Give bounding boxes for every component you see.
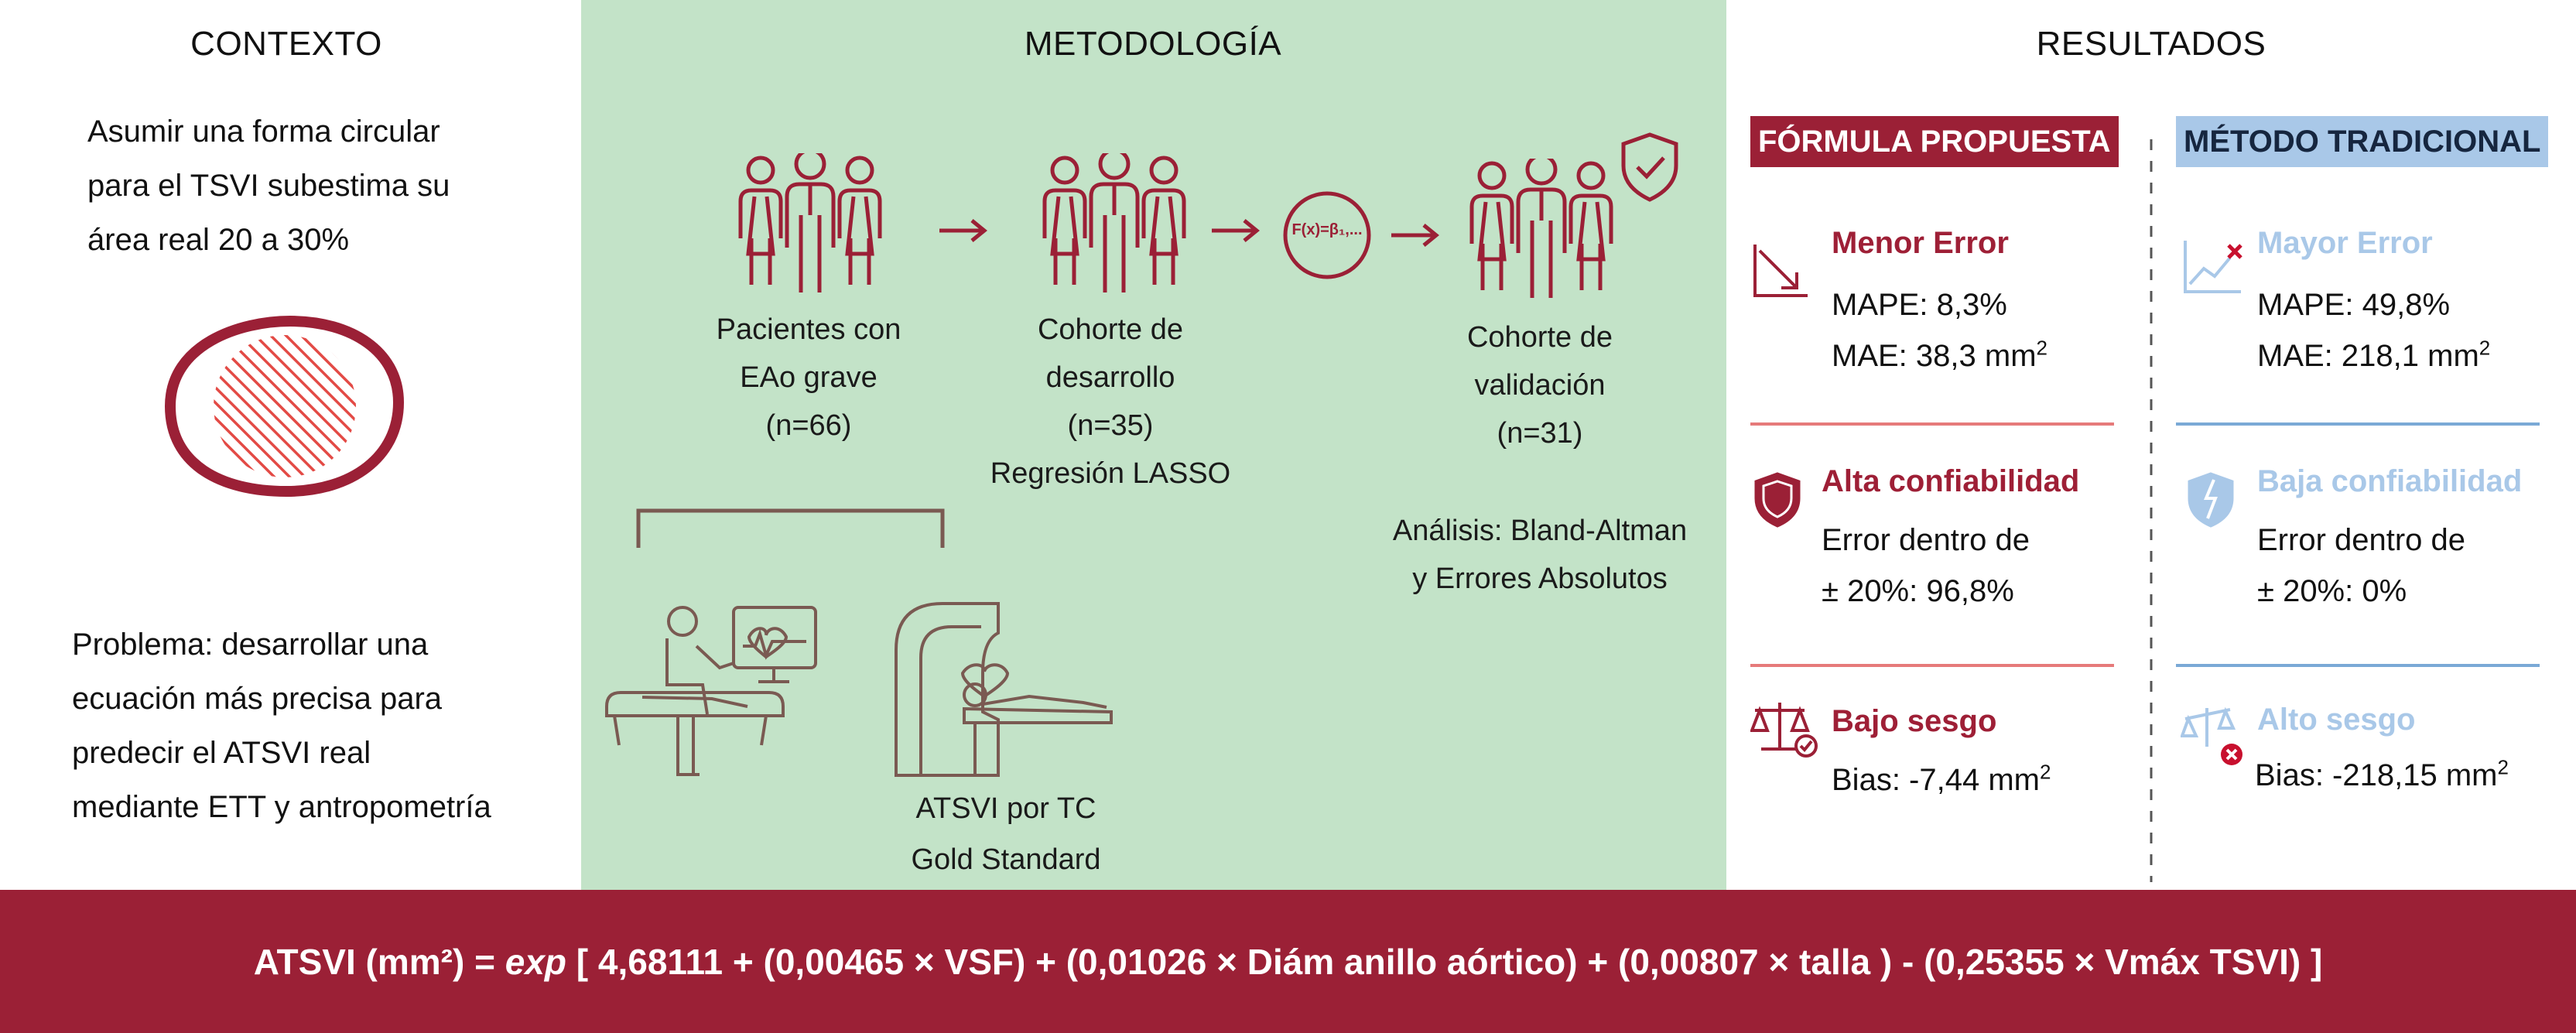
formula-propuesta-header: FÓRMULA PROPUESTA xyxy=(1750,116,2119,167)
menor-error-title: Menor Error xyxy=(1832,226,2009,260)
scale-x-icon xyxy=(2181,706,2242,765)
arrow-right-icon xyxy=(1212,219,1260,242)
formula-rest: [ 4,68111 + (0,00465 × VSF) + (0,01026 ×… xyxy=(566,941,2323,982)
ct-scanner-icon xyxy=(895,602,1113,777)
echocardiography-icon xyxy=(605,606,817,776)
validation-group-icon xyxy=(1462,159,1617,306)
right-separator xyxy=(2176,664,2540,667)
right-error-pct: ± 20%: 0% xyxy=(2257,574,2407,608)
alta-confiabilidad-title: Alta confiabilidad xyxy=(1822,464,2080,498)
resultados-title: RESULTADOS xyxy=(2036,25,2266,63)
right-separator xyxy=(2176,422,2540,426)
left-error-pct: ± 20%: 96,8% xyxy=(1822,574,2014,608)
arrow-right-icon xyxy=(939,219,987,242)
metodo-tradicional-header: MÉTODO TRADICIONAL xyxy=(2176,116,2549,167)
trend-up-x-icon xyxy=(2184,241,2242,293)
function-label: F(x)=β₁,... xyxy=(1291,221,1363,238)
contexto-title: CONTEXTO xyxy=(190,25,382,63)
formula-prefix: ATSVI (mm²) = xyxy=(253,941,505,982)
metodologia-title: METODOLOGÍA xyxy=(1024,25,1282,63)
formula-bar: ATSVI (mm²) = exp [ 4,68111 + (0,00465 ×… xyxy=(0,890,2576,1033)
left-mae: MAE: 38,3 mm2 xyxy=(1832,336,2047,373)
contexto-text: Asumir una forma circular para el TSVI s… xyxy=(87,115,450,257)
bracket-line xyxy=(636,508,945,548)
metodologia-panel xyxy=(581,0,1726,890)
right-mae: MAE: 218,1 mm2 xyxy=(2257,336,2491,373)
patients-group-icon xyxy=(731,153,886,300)
bajo-sesgo-title: Bajo sesgo xyxy=(1832,704,1997,738)
circular-lvot-icon xyxy=(164,315,405,498)
trend-down-icon xyxy=(1753,245,1808,297)
left-separator xyxy=(1750,422,2114,426)
shield-broken-icon xyxy=(2188,472,2234,528)
divider-dashed xyxy=(2150,139,2153,882)
left-mape: MAPE: 8,3% xyxy=(1832,288,2007,322)
validation-label: Cohorte de validación (n=31) xyxy=(1466,321,1613,450)
function-icon xyxy=(1283,191,1371,279)
ct-label: ATSVI por TC Gold Standard xyxy=(911,792,1101,876)
right-error-within: Error dentro de xyxy=(2257,523,2466,557)
baja-confiabilidad-title: Baja confiabilidad xyxy=(2257,464,2523,498)
shield-icon xyxy=(1754,472,1801,528)
problema-text: Problema: desarrollar una ecuación más p… xyxy=(72,628,491,824)
alto-sesgo-title: Alto sesgo xyxy=(2257,703,2416,737)
development-group-icon xyxy=(1035,153,1190,300)
left-separator xyxy=(1750,664,2114,667)
shield-check-icon xyxy=(1621,132,1678,202)
arrow-right-icon xyxy=(1391,224,1439,247)
analysis-label: Análisis: Bland-Altman y Errores Absolut… xyxy=(1392,515,1688,595)
patients-label: Pacientes con EAo grave (n=66) xyxy=(716,313,901,442)
right-bias: Bias: -218,15 mm2 xyxy=(2255,755,2509,792)
right-mape: MAPE: 49,8% xyxy=(2257,288,2451,322)
mayor-error-title: Mayor Error xyxy=(2257,226,2433,260)
left-error-within: Error dentro de xyxy=(1822,523,2030,557)
left-bias: Bias: -7,44 mm2 xyxy=(1832,760,2051,797)
scale-check-icon xyxy=(1750,703,1818,758)
development-label: Cohorte de desarrollo (n=35) Regresión L… xyxy=(990,313,1231,490)
formula-exp: exp xyxy=(505,941,566,982)
